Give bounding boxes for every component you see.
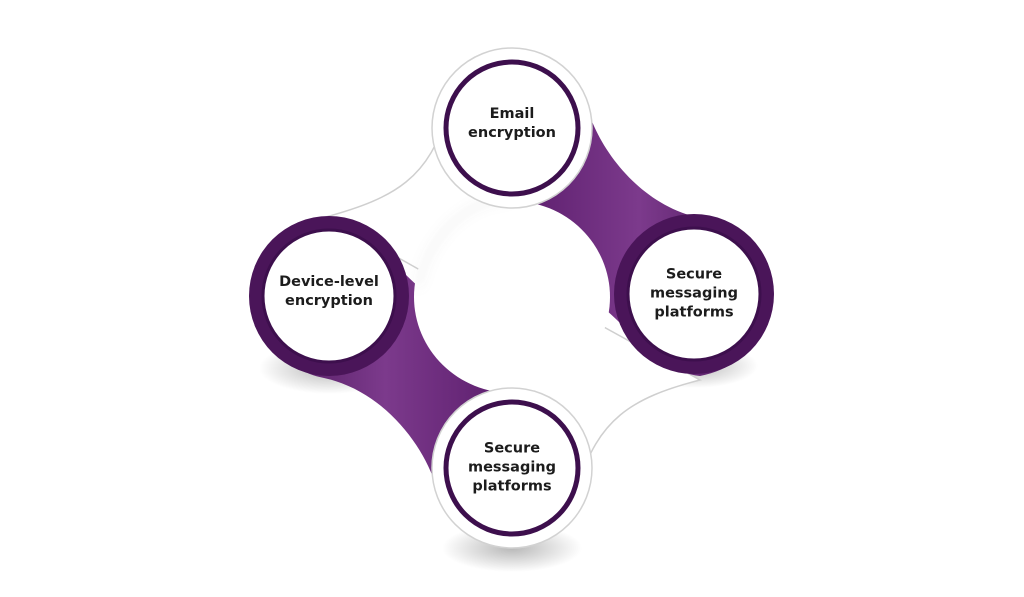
center-hole <box>414 201 610 393</box>
node-circle-left <box>261 228 397 364</box>
node-circle-bottom <box>443 399 581 537</box>
node-label-email-encryption: Email encryption <box>468 106 556 141</box>
node-circle-right <box>626 226 762 362</box>
node-label-device-level-encryption: Device-level encryption <box>279 274 379 309</box>
node-label-secure-messaging-right: Secure messaging platforms <box>649 266 739 321</box>
node-circles <box>261 59 762 537</box>
node-label-secure-messaging-bottom: Secure messaging platforms <box>467 440 557 495</box>
node-circle-top <box>443 59 581 197</box>
